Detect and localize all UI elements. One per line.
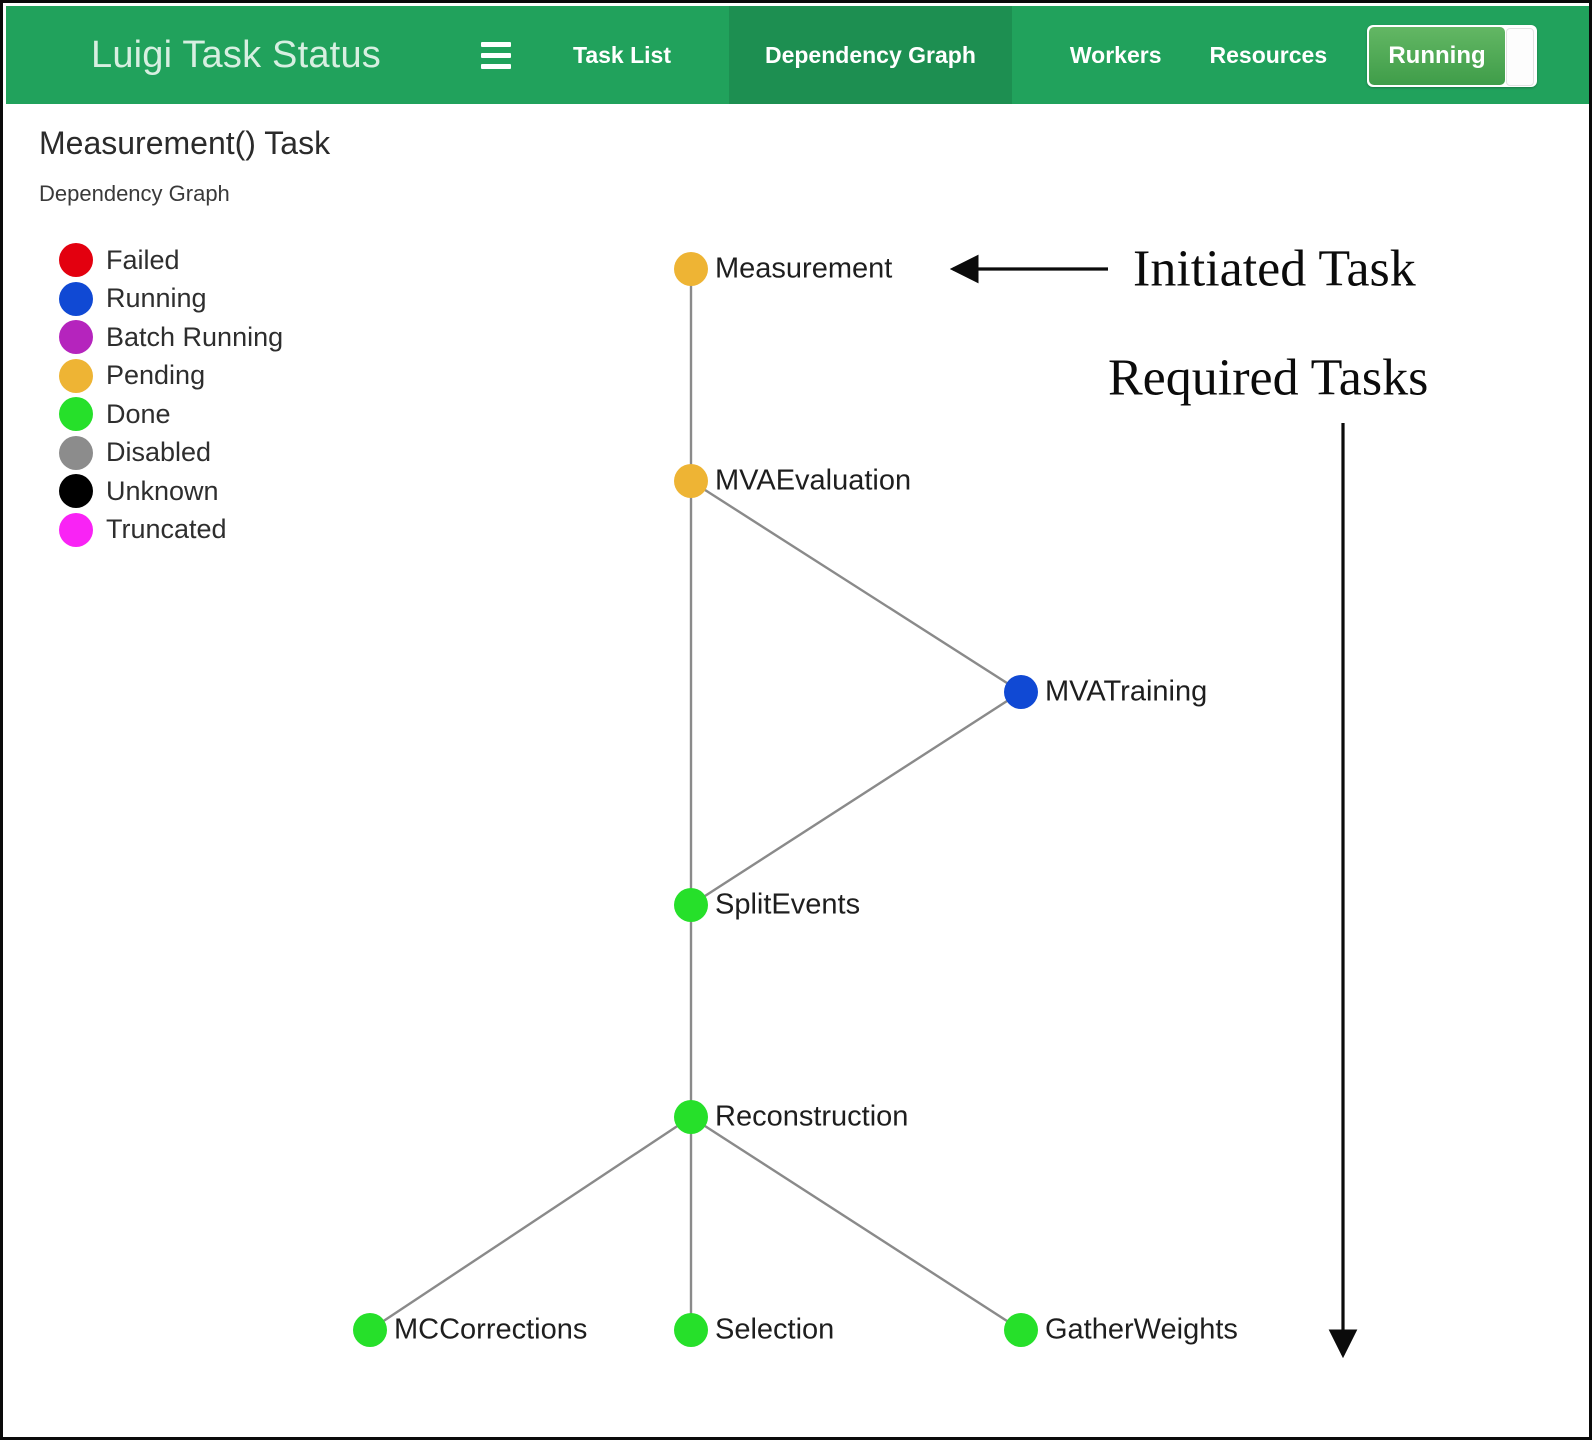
graph-node-label-mccorrections[interactable]: MCCorrections (394, 1313, 588, 1346)
status-toggle-knob[interactable] (1506, 28, 1534, 86)
legend-item-label: Running (106, 283, 207, 314)
legend-item: Disabled (59, 434, 283, 473)
graph-edges (369, 269, 1022, 1332)
legend-item-label: Unknown (106, 475, 219, 506)
graph-node-mccorrections[interactable] (353, 1313, 387, 1347)
legend-item: Pending (59, 357, 283, 396)
graph-node-label-selection[interactable]: Selection (715, 1313, 835, 1346)
hamburger-bar (480, 41, 511, 47)
hamburger-icon[interactable] (480, 38, 515, 72)
graph-edge (690, 690, 1022, 907)
graph-node-label-mvaevaluation[interactable]: MVAEvaluation (715, 464, 912, 497)
legend-item-label: Failed (106, 244, 180, 275)
graph-node-label-mvatraining[interactable]: MVATraining (1045, 675, 1208, 708)
app-brand-title[interactable]: Luigi Task Status (91, 33, 381, 76)
legend-color-swatch-disabled (59, 435, 93, 470)
legend-color-swatch-failed (59, 243, 93, 278)
legend-item-label: Pending (106, 360, 206, 391)
graph-node-selection[interactable] (674, 1313, 708, 1347)
legend-color-swatch-pending (59, 358, 93, 393)
legend-color-swatch-done (59, 397, 93, 432)
legend-item: Failed (59, 241, 283, 280)
status-toggle-label: Running (1369, 27, 1505, 85)
legend-item: Truncated (59, 511, 283, 550)
legend-item-label: Disabled (106, 437, 212, 468)
graph-node-splitevents[interactable] (674, 888, 708, 922)
dependency-graph-canvas (353, 252, 1358, 1359)
nav-tab-workers[interactable]: Workers (1069, 42, 1162, 68)
annotation-label: Required Tasks (1108, 349, 1429, 407)
graph-node-mvaevaluation[interactable] (674, 464, 708, 498)
status-toggle[interactable]: Running (1367, 25, 1537, 87)
graph-node-label-reconstruction[interactable]: Reconstruction (715, 1100, 909, 1133)
graph-node-mvatraining[interactable] (1004, 675, 1038, 709)
hamburger-bar (480, 63, 511, 69)
graph-nodes (353, 252, 1038, 1347)
legend-color-swatch-unknown (59, 474, 93, 509)
legend-item-label: Done (106, 398, 171, 429)
top-navbar: Luigi Task Status Task List Dependency G… (6, 6, 1589, 104)
graph-edge (690, 1115, 1022, 1332)
legend-item: Running (59, 280, 283, 319)
legend-item: Unknown (59, 472, 283, 511)
legend-color-swatch-truncated (59, 512, 93, 547)
graph-node-label-splitevents[interactable]: SplitEvents (715, 888, 861, 921)
graph-node-label-gatherweights[interactable]: GatherWeights (1045, 1313, 1238, 1346)
page-title: Measurement() Task (39, 125, 331, 161)
graph-node-measurement[interactable] (674, 252, 708, 286)
graph-node-gatherweights[interactable] (1004, 1313, 1038, 1347)
graph-edge (690, 479, 1022, 694)
annotation-label: Initiated Task (1133, 240, 1416, 298)
legend-item: Done (59, 395, 283, 434)
graph-node-reconstruction[interactable] (674, 1100, 708, 1134)
graph-annotation-arrows (949, 254, 1358, 1359)
graph-edge (369, 1116, 692, 1331)
nav-tab-task-list[interactable]: Task List (572, 42, 671, 68)
graph-node-label-measurement[interactable]: Measurement (715, 252, 893, 285)
legend-item-label: Batch Running (106, 321, 284, 352)
legend-color-swatch-batch-running (59, 320, 93, 355)
legend-item-label: Truncated (106, 514, 227, 545)
legend-color-swatch-running (59, 281, 93, 316)
nav-tab-dependency-graph[interactable]: Dependency Graph (728, 6, 1012, 104)
legend-item: Batch Running (59, 318, 283, 357)
hamburger-bar (480, 52, 511, 58)
page-subtitle: Dependency Graph (39, 181, 230, 206)
nav-tab-resources[interactable]: Resources (1209, 42, 1328, 68)
